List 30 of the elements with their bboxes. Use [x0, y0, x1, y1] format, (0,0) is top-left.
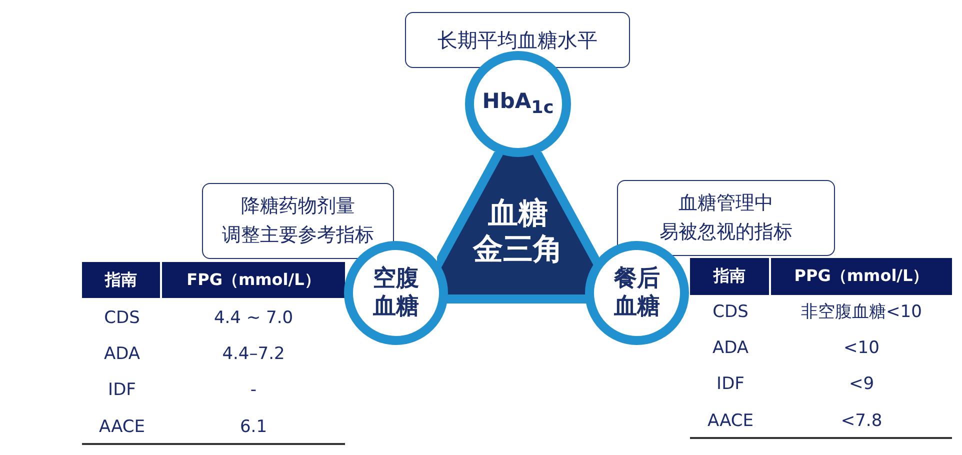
guideline-name: AACE [98, 416, 146, 438]
node-label: HbA$_{1c}$ [482, 88, 554, 120]
target-range: 非空腹血糖<10 [801, 302, 922, 322]
note-card: 血糖管理中易被忽视的指标 [617, 180, 835, 256]
target-range: <7.8 [840, 410, 882, 432]
circle-node [465, 51, 571, 157]
note-card: 长期平均血糖水平 [405, 12, 630, 68]
column-header: FPG（mmol/L） [162, 262, 345, 298]
guideline-name: IDF [108, 380, 136, 400]
guideline-name: IDF [716, 374, 744, 394]
target-range: 6.1 [240, 416, 268, 438]
note-card: 降糖药物剂量调整主要参考指标 [202, 183, 394, 259]
column-header: 指南 [82, 262, 162, 298]
circle-node [585, 241, 689, 345]
target-range: <9 [848, 374, 874, 394]
target-range: 4.4 ~ 7.0 [214, 308, 294, 328]
guideline-name: AACE [707, 410, 754, 432]
column-header: 指南 [690, 258, 771, 295]
target-range: - [250, 380, 257, 400]
guideline-name: ADA [104, 344, 140, 364]
node-label: 血糖金三角 [473, 196, 563, 268]
guideline-name: CDS [712, 302, 748, 322]
guideline-name: ADA [712, 338, 749, 358]
column-header: PPG（mmol/L） [771, 258, 952, 295]
guideline-name: CDS [104, 308, 140, 328]
node-label: 餐后血糖 [614, 265, 660, 321]
triangle-node [437, 152, 599, 304]
node-label: 空腹血糖 [373, 265, 419, 321]
target-range: <10 [844, 338, 880, 358]
target-range: 4.4–7.2 [222, 344, 285, 364]
